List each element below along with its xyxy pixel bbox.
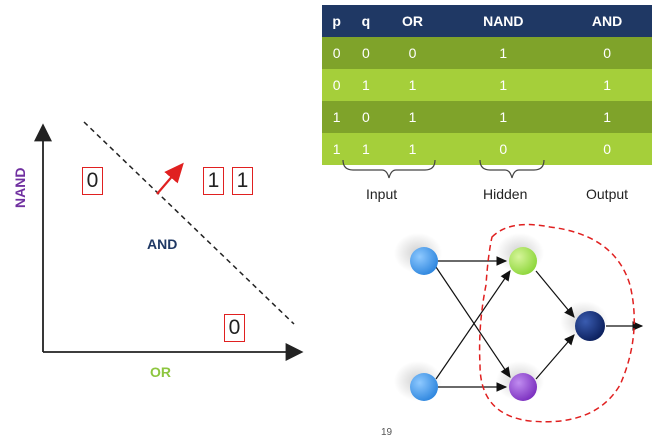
header-nand: NAND bbox=[444, 5, 563, 37]
table-cell: 1 bbox=[444, 37, 563, 69]
edge-in1-h2 bbox=[435, 266, 511, 378]
output-label: Output bbox=[586, 186, 629, 202]
table-cell: 1 bbox=[380, 101, 445, 133]
header-p: p bbox=[322, 5, 352, 37]
decision-plot bbox=[34, 121, 304, 361]
point-box-1a: 1 bbox=[203, 167, 224, 195]
hidden-node-or bbox=[509, 247, 537, 275]
hidden-bracket bbox=[479, 159, 545, 179]
header-and: AND bbox=[562, 5, 652, 37]
table-cell: 0 bbox=[351, 37, 381, 69]
output-node-and bbox=[575, 311, 605, 341]
region-label: AND bbox=[147, 236, 178, 252]
table-cell: 0 bbox=[444, 133, 563, 165]
input-node-1 bbox=[410, 247, 438, 275]
page-number: 19 bbox=[381, 427, 393, 438]
table-cell: 1 bbox=[351, 69, 381, 101]
table-row: 0 1 1 1 1 bbox=[322, 69, 652, 101]
input-bracket bbox=[342, 159, 436, 179]
dashed-boundary bbox=[478, 223, 635, 423]
table-cell: 0 bbox=[322, 37, 352, 69]
y-axis-label-text: NAND bbox=[12, 167, 28, 208]
table-cell: 1 bbox=[562, 69, 652, 101]
point-box-0-upper: 0 bbox=[82, 167, 103, 195]
table-cell: 1 bbox=[322, 133, 352, 165]
hidden-node-nand bbox=[509, 373, 537, 401]
table-cell: 0 bbox=[322, 69, 352, 101]
table-cell: 0 bbox=[562, 37, 652, 69]
edge-h2-out bbox=[535, 334, 575, 380]
input-node-2 bbox=[410, 373, 438, 401]
table-row: 0 0 0 1 0 bbox=[322, 37, 652, 69]
y-axis-label: NAND bbox=[12, 168, 28, 208]
table-cell: 1 bbox=[444, 101, 563, 133]
edge-h1-out bbox=[535, 270, 575, 318]
x-axis-label: OR bbox=[150, 364, 171, 380]
table-cell: 0 bbox=[562, 133, 652, 165]
hidden-label: Hidden bbox=[483, 186, 528, 202]
edge-in2-h1 bbox=[435, 270, 511, 380]
table-cell: 1 bbox=[380, 133, 445, 165]
table-cell: 0 bbox=[351, 101, 381, 133]
table-cell: 0 bbox=[380, 37, 445, 69]
truth-table: p q OR NAND AND 0 0 0 1 0 0 1 1 1 1 1 0 … bbox=[322, 5, 652, 165]
table-cell: 1 bbox=[444, 69, 563, 101]
table-cell: 1 bbox=[562, 101, 652, 133]
point-box-0-lower: 0 bbox=[224, 314, 245, 342]
header-or: OR bbox=[380, 5, 445, 37]
truth-table-header: p q OR NAND AND bbox=[322, 5, 652, 37]
table-cell: 1 bbox=[351, 133, 381, 165]
table-row: 1 1 1 0 0 bbox=[322, 133, 652, 165]
table-row: 1 0 1 1 1 bbox=[322, 101, 652, 133]
neural-network bbox=[394, 223, 644, 423]
input-label: Input bbox=[366, 186, 398, 202]
header-q: q bbox=[351, 5, 381, 37]
table-cell: 1 bbox=[322, 101, 352, 133]
point-box-1b: 1 bbox=[232, 167, 253, 195]
normal-arrow bbox=[156, 162, 184, 195]
table-cell: 1 bbox=[380, 69, 445, 101]
decision-boundary bbox=[83, 121, 295, 325]
